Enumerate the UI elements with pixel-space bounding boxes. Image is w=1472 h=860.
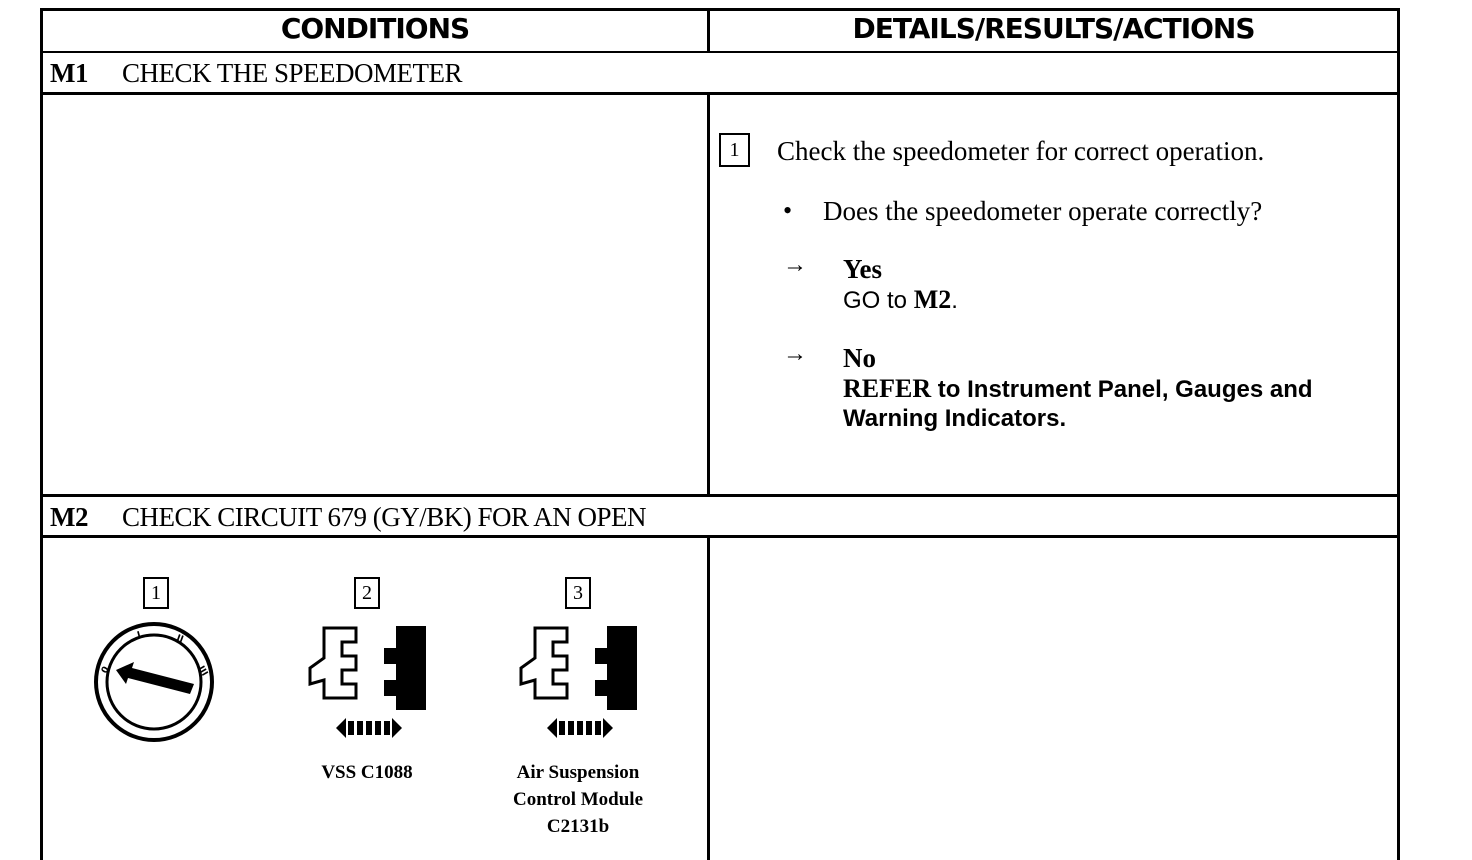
yes-label: Yes xyxy=(843,254,882,284)
condition-caption-2: VSS C1088 xyxy=(321,762,413,783)
condition-caption-3-line1: Air Suspension xyxy=(516,762,640,783)
svg-text:III: III xyxy=(195,665,209,679)
conditions-header: CONDITIONS xyxy=(280,12,470,45)
m2-title-divider xyxy=(40,535,1400,538)
condition-number-2: 2 xyxy=(354,577,380,609)
ignition-switch-icon: 0 I II III xyxy=(94,622,214,742)
condition-caption-3-line3: C2131b xyxy=(546,816,610,837)
step-m1-title-row: M1 CHECK THE SPEEDOMETER xyxy=(50,58,463,89)
no-action-line2: Warning Indicators. xyxy=(843,405,1067,432)
m1-title-divider xyxy=(40,92,1400,95)
details-header: DETAILS/RESULTS/ACTIONS xyxy=(852,12,1255,45)
yes-action-prefix: GO to xyxy=(843,287,914,314)
header-divider xyxy=(40,51,1400,53)
question-text: Does the speedometer operate correctly? xyxy=(823,196,1263,226)
yes-action: GO to M2. xyxy=(843,285,958,315)
arrow-icon: → xyxy=(783,252,807,278)
no-action-refer: REFER xyxy=(843,374,932,403)
no-label: No xyxy=(843,343,876,373)
svg-text:II: II xyxy=(175,633,185,645)
condition-number-1: 1 xyxy=(143,577,169,609)
header-column-divider xyxy=(707,8,710,53)
step-m2-title-row: M2 CHECK CIRCUIT 679 (GY/BK) FOR AN OPEN xyxy=(50,502,647,533)
arrow-icon: → xyxy=(783,341,807,367)
svg-text:I: I xyxy=(136,630,142,641)
procedure-table xyxy=(40,8,1400,860)
m1-column-divider xyxy=(707,92,710,497)
yes-action-target: M2 xyxy=(913,285,952,314)
condition-number-3: 3 xyxy=(565,577,591,609)
m2-column-divider xyxy=(707,535,710,860)
connector-disconnect-icon xyxy=(308,626,426,738)
no-action-line1: REFER to Instrument Panel, Gauges and xyxy=(843,374,1313,404)
svg-text:0: 0 xyxy=(100,665,112,675)
m1-bottom-divider xyxy=(40,494,1400,497)
no-action-rest: to Instrument Panel, Gauges and xyxy=(931,376,1313,403)
bullet-icon: • xyxy=(783,196,793,225)
step-m1-title: CHECK THE SPEEDOMETER xyxy=(122,58,463,88)
instruction-text: Check the speedometer for correct operat… xyxy=(777,136,1265,166)
step-m2-id: M2 xyxy=(50,502,88,532)
step-m2-title: CHECK CIRCUIT 679 (GY/BK) FOR AN OPEN xyxy=(122,502,647,532)
condition-caption-3-line2: Control Module xyxy=(512,789,643,810)
step-number-box: 1 xyxy=(719,133,750,167)
yes-action-suffix: . xyxy=(951,287,958,314)
step-m1-id: M1 xyxy=(50,58,88,88)
connector-disconnect-icon xyxy=(519,626,637,738)
